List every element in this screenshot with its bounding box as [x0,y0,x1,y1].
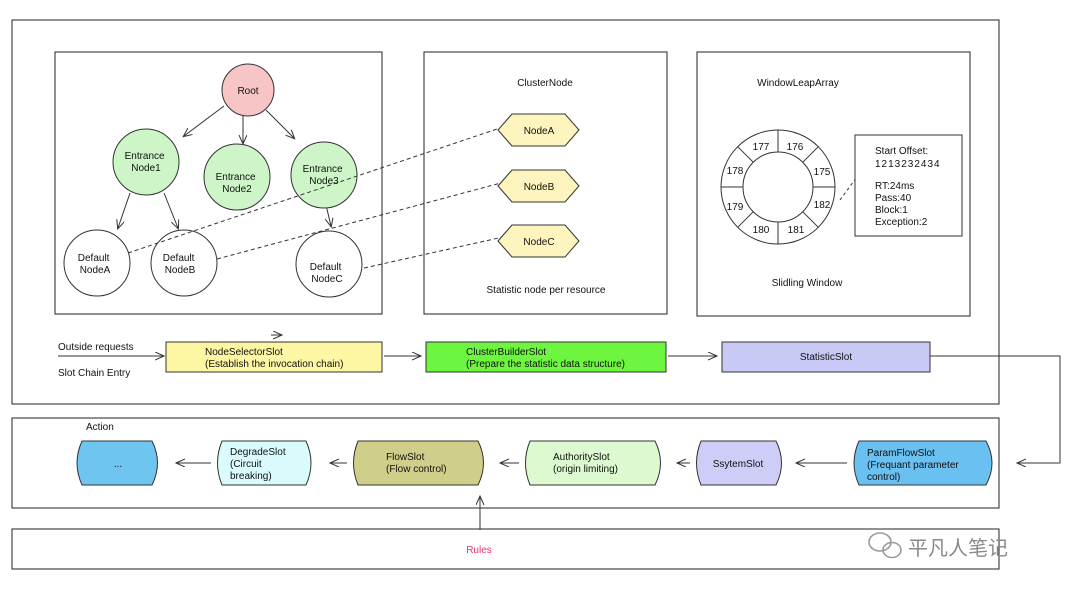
node-selector-slot-label: NodeSelectorSlot (Establish the invocati… [205,347,343,370]
cluster-panel [423,51,668,315]
ellipsis-slot [76,440,158,486]
cluster-node-c [497,224,580,258]
info-line: Exception:2 [875,217,928,228]
bucket-label: 176 [787,142,804,153]
entrance-node-1 [112,128,180,196]
window-bucket-labels: 177 176 175 182 181 180 179 178 [727,142,831,236]
ellipsis-slot-label: ... [114,459,122,470]
top-frame [11,19,1000,405]
cluster-node-b [497,169,580,203]
root-node [221,63,275,117]
sliding-window-ring [720,129,836,245]
bucket-label: 179 [727,202,744,213]
degrade-slot [217,440,312,486]
tree-panel [54,51,383,315]
info-line: Block:1 [875,205,908,216]
bucket-label: 178 [727,166,744,177]
bucket-label: 181 [788,225,805,236]
default-node-b-label: Default NodeB [163,253,197,276]
default-node-c-label: Default NodeC [310,262,344,285]
bucket-label: 182 [814,200,831,211]
entrance-node-2-label: Entrance Node2 [216,172,259,195]
bucket-label: 180 [753,225,770,236]
param-flow-slot [853,440,993,486]
cluster-node-a [497,113,580,147]
default-node-c [295,230,363,298]
system-slot-label: SsytemSlot [713,459,764,470]
degrade-slot-label: DegradeSlot (Circuit breaking) [230,447,288,482]
bucket-info-box [854,134,963,237]
entrance-node-3 [290,141,358,209]
flow-slot-label: FlowSlot (Flow control) [386,452,447,475]
authority-slot-label: AuthoritySlot (origin limiting) [553,452,618,475]
watermark-text: 平凡人笔记 [908,537,1008,560]
statistic-to-action-route [930,355,1061,463]
wechat-logo-icon [868,532,902,559]
info-line: Pass:40 [875,193,912,204]
bucket-label: 177 [753,142,770,153]
window-panel [696,51,971,317]
entrance-node-2 [203,143,271,211]
default-node-a [63,229,131,297]
window-caption: Slidling Window [772,278,843,289]
slot-chain-entry-label: Slot Chain Entry [58,368,130,379]
entrance-node-1-label: Entrance Node1 [125,151,168,174]
info-line: 1213232434 [875,159,941,170]
cluster-builder-slot-label: ClusterBuilderSlot (Prepare the statisti… [466,347,625,370]
system-slot [696,440,782,486]
default-node-a-label: Default NodeA [78,253,112,276]
action-frame [11,417,1000,509]
window-title: WindowLeapArray [757,78,839,89]
default-node-b [150,229,218,297]
tree-edges [118,105,331,228]
statistic-slot [721,341,931,373]
cluster-links [127,123,513,269]
cluster-node-a-label: NodeA [524,126,555,137]
rules-label: Rules [466,545,492,556]
node-selector-slot [165,341,383,373]
root-node-label: Root [237,86,258,97]
cluster-node-b-label: NodeB [524,182,555,193]
cluster-node-c-label: NodeC [523,237,554,248]
bucket-label: 175 [814,167,831,178]
info-line: Start Offset: [875,146,928,157]
cluster-caption: Statistic node per resource [487,285,606,296]
bucket-info-text: Start Offset: 1213232434 RT:24ms Pass:40… [875,146,941,228]
rules-frame [11,528,1000,570]
statistic-slot-label: StatisticSlot [800,352,852,363]
entrance-node-3-label: Entrance Node3 [303,164,346,187]
flow-slot [353,440,484,486]
param-flow-slot-label: ParamFlowSlot (Frequant parameter contro… [867,448,962,483]
outside-requests-label: Outside requests [58,342,134,353]
cluster-title: ClusterNode [517,78,573,89]
authority-slot [525,440,661,486]
info-line: RT:24ms [875,181,914,192]
cluster-builder-slot [425,341,667,373]
action-title: Action [86,422,114,433]
